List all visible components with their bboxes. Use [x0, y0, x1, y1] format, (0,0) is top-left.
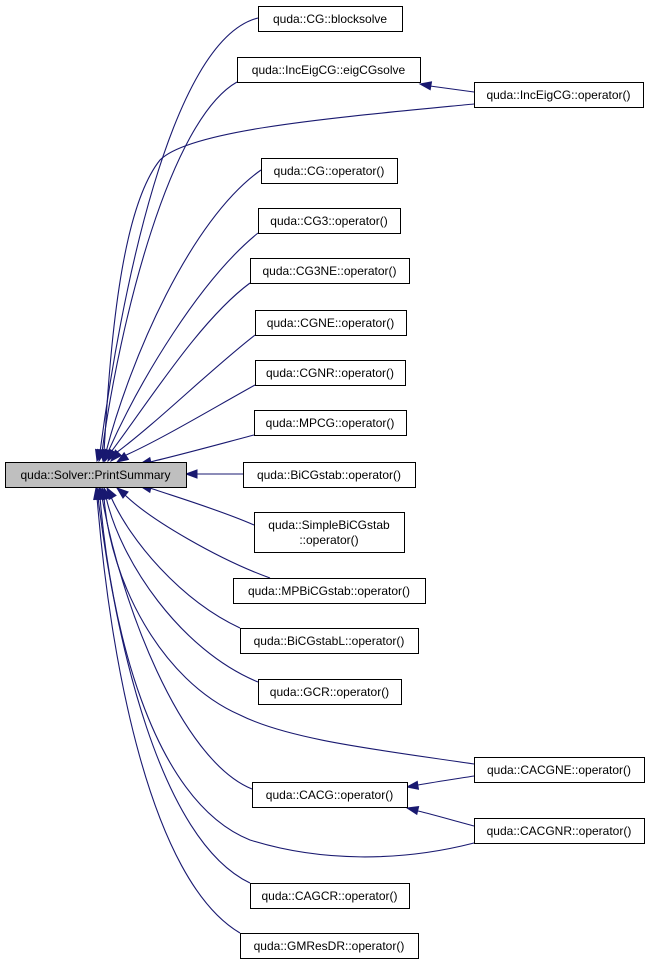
- node-box[interactable]: [258, 679, 402, 705]
- edge-cg3ne_operator-to-root: [110, 282, 251, 453]
- node-label: quda::CACGNR::operator(): [487, 824, 632, 838]
- edge-cgne_operator-to-root: [115, 334, 256, 454]
- node-root[interactable]: quda::Solver::PrintSummary: [5, 462, 187, 488]
- node-mpbicgstab-operator[interactable]: quda::MPBiCGstab::operator(): [233, 578, 426, 604]
- node-box[interactable]: [254, 410, 407, 436]
- node-label: quda::CGNR::operator(): [266, 366, 394, 380]
- node-label: quda::CGNE::operator(): [267, 316, 394, 330]
- node-cg3-operator[interactable]: quda::CG3::operator(): [258, 208, 401, 234]
- node-cgnr-operator[interactable]: quda::CGNR::operator(): [255, 360, 406, 386]
- arrowhead-cacgne_operator-to-cacg_operator: [405, 780, 420, 790]
- edge-cagcr_operator-to-root: [97, 496, 251, 884]
- node-label: ::operator(): [299, 533, 358, 547]
- edge-inceig_operator-to-root: [103, 103, 475, 453]
- node-cg-operator[interactable]: quda::CG::operator(): [261, 158, 398, 184]
- node-label: quda::BiCGstab::operator(): [257, 468, 401, 482]
- node-box[interactable]: [5, 462, 187, 488]
- arrowhead-cgnr_operator-to-root: [115, 451, 130, 463]
- node-box[interactable]: [250, 883, 410, 909]
- node-label: quda::CACG::operator(): [266, 788, 393, 802]
- node-box[interactable]: [474, 757, 645, 783]
- node-box[interactable]: [255, 360, 406, 386]
- node-inceig-operator[interactable]: quda::IncEigCG::operator(): [474, 82, 644, 108]
- node-cacgnr-operator[interactable]: quda::CACGNR::operator(): [474, 818, 645, 844]
- node-label: quda::CG::operator(): [274, 164, 385, 178]
- node-label: quda::CAGCR::operator(): [261, 889, 397, 903]
- node-cgne-operator[interactable]: quda::CGNE::operator(): [255, 310, 407, 336]
- node-label: quda::MPCG::operator(): [266, 416, 395, 430]
- node-gmresdr-operator[interactable]: quda::GMResDR::operator(): [240, 933, 419, 959]
- arrowhead-gmresdr_operator-to-root: [93, 486, 103, 501]
- node-label: quda::BiCGstabL::operator(): [254, 634, 405, 648]
- node-label: quda::GCR::operator(): [270, 685, 389, 699]
- node-bicgstab-operator[interactable]: quda::BiCGstab::operator(): [243, 462, 416, 488]
- node-box[interactable]: [240, 933, 419, 959]
- edge-cg_blocksolve-to-root: [99, 17, 259, 453]
- edge-inceig_operator-to-inceig_eigcgsolve: [429, 85, 475, 93]
- nodes-layer: quda::Solver::PrintSummary quda::CG::bloc…: [5, 6, 645, 959]
- edge-gmresdr_operator-to-root: [96, 496, 241, 934]
- node-box[interactable]: [233, 578, 426, 604]
- node-label: quda::IncEigCG::operator(): [486, 88, 630, 102]
- node-cacg-operator[interactable]: quda::CACG::operator(): [252, 782, 408, 808]
- node-label: quda::CG3::operator(): [270, 214, 387, 228]
- arrowhead-cacgnr_operator-to-cacg_operator: [405, 805, 420, 816]
- node-cg3ne-operator[interactable]: quda::CG3NE::operator(): [250, 258, 410, 284]
- node-label: quda::Solver::PrintSummary: [20, 468, 170, 482]
- node-box[interactable]: [237, 57, 421, 83]
- edge-mpcg_operator-to-root: [149, 434, 255, 463]
- node-box[interactable]: [240, 628, 419, 654]
- edge-inceig_eigcgsolve-to-root: [101, 81, 238, 453]
- node-inceig-eigcgsolve[interactable]: quda::IncEigCG::eigCGsolve: [237, 57, 421, 83]
- arrowhead-mpbicgstab_operator-to-root: [115, 487, 129, 499]
- node-label: quda::IncEigCG::eigCGsolve: [252, 63, 406, 77]
- node-box[interactable]: [261, 158, 398, 184]
- edge-simplebicgstab_operator-to-root: [149, 487, 255, 526]
- edges-layer: [93, 17, 475, 934]
- node-label: quda::CG3NE::operator(): [262, 264, 396, 278]
- edge-cacgne_operator-to-cacg_operator: [417, 775, 475, 786]
- edge-bicgstabl_operator-to-root: [110, 496, 241, 629]
- node-box[interactable]: [258, 208, 401, 234]
- node-label: quda::MPBiCGstab::operator(): [248, 584, 410, 598]
- node-box[interactable]: [250, 258, 410, 284]
- edge-cacgnr_operator-to-cacg_operator: [417, 810, 475, 827]
- node-label: quda::SimpleBiCGstab: [268, 518, 390, 532]
- node-box[interactable]: [254, 512, 405, 553]
- edge-cg_operator-to-root: [105, 169, 262, 453]
- node-box[interactable]: [474, 818, 645, 844]
- node-label: quda::GMResDR::operator(): [254, 939, 405, 953]
- node-bicgstabl-operator[interactable]: quda::BiCGstabL::operator(): [240, 628, 419, 654]
- node-box[interactable]: [255, 310, 407, 336]
- node-box[interactable]: [474, 82, 644, 108]
- edge-cg3_operator-to-root: [107, 232, 259, 453]
- arrowhead-inceig_operator-to-inceig_eigcgsolve: [418, 81, 433, 91]
- arrowhead-cgne_operator-to-root: [110, 449, 123, 463]
- node-box[interactable]: [252, 782, 408, 808]
- node-label: quda::CG::blocksolve: [273, 12, 387, 26]
- node-mpcg-operator[interactable]: quda::MPCG::operator(): [254, 410, 407, 436]
- edge-cacg_operator-to-root: [101, 496, 253, 790]
- node-box[interactable]: [243, 462, 416, 488]
- node-box[interactable]: [258, 6, 403, 32]
- edge-cgnr_operator-to-root: [123, 384, 256, 457]
- edge-gcr_operator-to-root: [105, 496, 259, 683]
- node-gcr-operator[interactable]: quda::GCR::operator(): [258, 679, 402, 705]
- node-simplebicgstab-operator[interactable]: quda::SimpleBiCGstab::operator(): [254, 512, 405, 553]
- node-cacgne-operator[interactable]: quda::CACGNE::operator(): [474, 757, 645, 783]
- node-label: quda::CACGNE::operator(): [487, 763, 631, 777]
- node-cg-blocksolve[interactable]: quda::CG::blocksolve: [258, 6, 403, 32]
- edge-mpbicgstab_operator-to-root: [123, 493, 271, 579]
- arrowhead-bicgstab_operator-to-root: [184, 469, 198, 479]
- node-cagcr-operator[interactable]: quda::CAGCR::operator(): [250, 883, 410, 909]
